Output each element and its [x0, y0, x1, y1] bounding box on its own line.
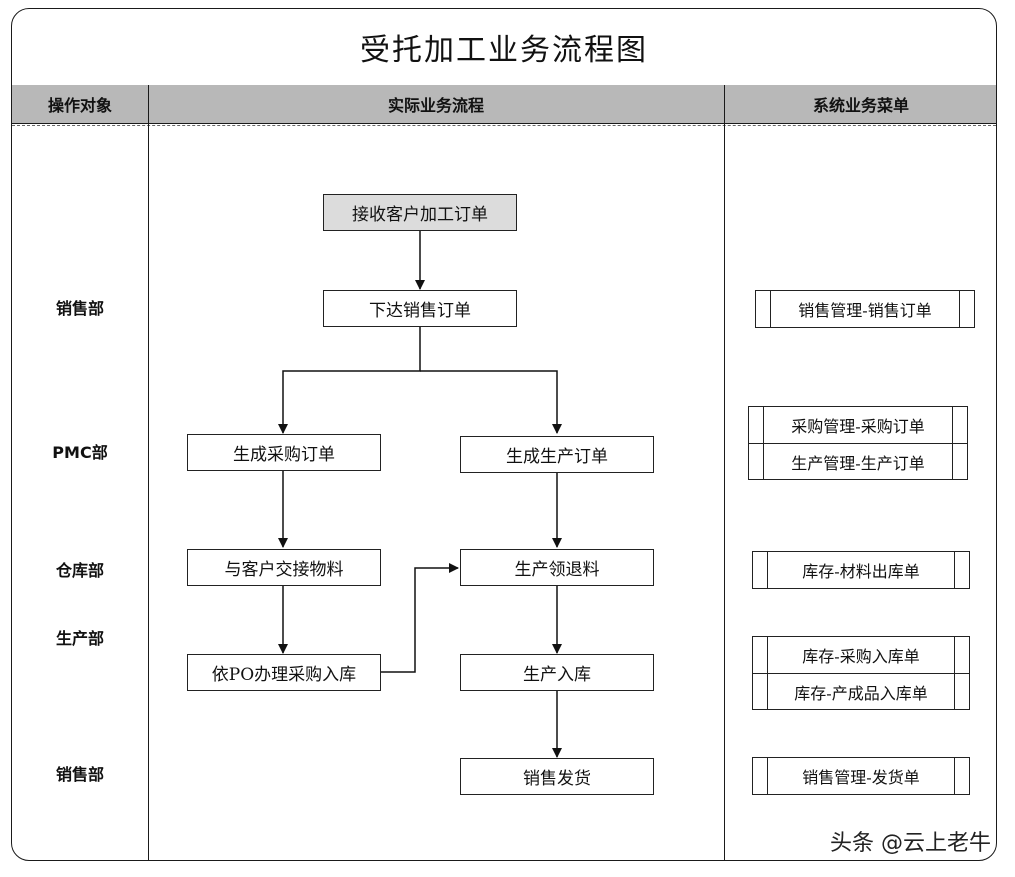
- menu-item: 库存-材料出库单: [802, 562, 920, 581]
- process-production-inbound: 生产入库: [460, 654, 654, 691]
- menu-bar-right: [954, 552, 955, 588]
- process-purchase-inbound: 依PO办理采购入库: [187, 654, 381, 691]
- column-divider-left: [148, 85, 149, 860]
- menu-bar-right: [959, 291, 960, 327]
- menu-bar-left: [770, 291, 771, 327]
- dept-production: 生产部: [55, 629, 104, 648]
- menu-group-purchase-production: 采购管理-采购订单 生产管理-生产订单: [748, 406, 968, 480]
- menu-group-sales-order: 销售管理-销售订单: [755, 290, 975, 328]
- connector-split-to-production: [420, 370, 562, 434]
- menu-bar-left: [767, 552, 768, 588]
- menu-bar-left: [767, 637, 768, 709]
- menu-bar-left: [767, 758, 768, 794]
- dept-pmc: PMC部: [52, 443, 108, 462]
- dept-sales-delivery: 销售部: [55, 765, 104, 784]
- dashed-divider: [12, 125, 996, 126]
- process-sales-delivery: 销售发货: [460, 758, 654, 795]
- menu-item: 生产管理-生产订单: [749, 443, 967, 479]
- connector-inbound-to-material: [378, 563, 459, 673]
- process-hand-over-material: 与客户交接物料: [187, 549, 381, 586]
- menu-group-material-outbound: 库存-材料出库单: [752, 551, 970, 589]
- column-header-flow: 实际业务流程: [387, 96, 484, 115]
- menu-bar-right: [952, 407, 953, 479]
- menu-bar-left: [763, 407, 764, 479]
- connector-sales-order-split: [278, 327, 421, 434]
- flow-connectors: [278, 231, 562, 758]
- table-header: 操作对象 实际业务流程 系统业务菜单: [12, 85, 996, 124]
- process-issue-sales-order: 下达销售订单: [323, 290, 517, 327]
- process-production-material: 生产领退料: [460, 549, 654, 586]
- column-header-object: 操作对象: [47, 96, 112, 115]
- dept-warehouse: 仓库部: [55, 561, 104, 580]
- process-receive-order: 接收客户加工订单: [323, 194, 517, 231]
- menu-item: 销售管理-发货单: [802, 768, 920, 787]
- column-divider-right: [724, 85, 725, 860]
- process-create-purchase-order: 生成采购订单: [187, 434, 381, 471]
- column-header-menu: 系统业务菜单: [812, 96, 909, 115]
- menu-item: 采购管理-采购订单: [791, 417, 925, 436]
- dept-sales: 销售部: [55, 299, 104, 318]
- menu-item: 库存-采购入库单: [802, 647, 920, 666]
- menu-bar-right: [954, 758, 955, 794]
- menu-item: 销售管理-销售订单: [798, 301, 932, 320]
- flowchart-frame: 受托加工业务流程图 操作对象 实际业务流程 系统业务菜单 销售部 PMC部 仓库…: [11, 8, 997, 861]
- menu-item: 库存-产成品入库单: [753, 673, 969, 709]
- menu-bar-right: [954, 637, 955, 709]
- process-create-production-order: 生成生产订单: [460, 436, 654, 473]
- watermark: 头条 @云上老牛: [830, 831, 991, 856]
- menu-group-inbound: 库存-采购入库单 库存-产成品入库单: [752, 636, 970, 710]
- menu-group-delivery: 销售管理-发货单: [752, 757, 970, 795]
